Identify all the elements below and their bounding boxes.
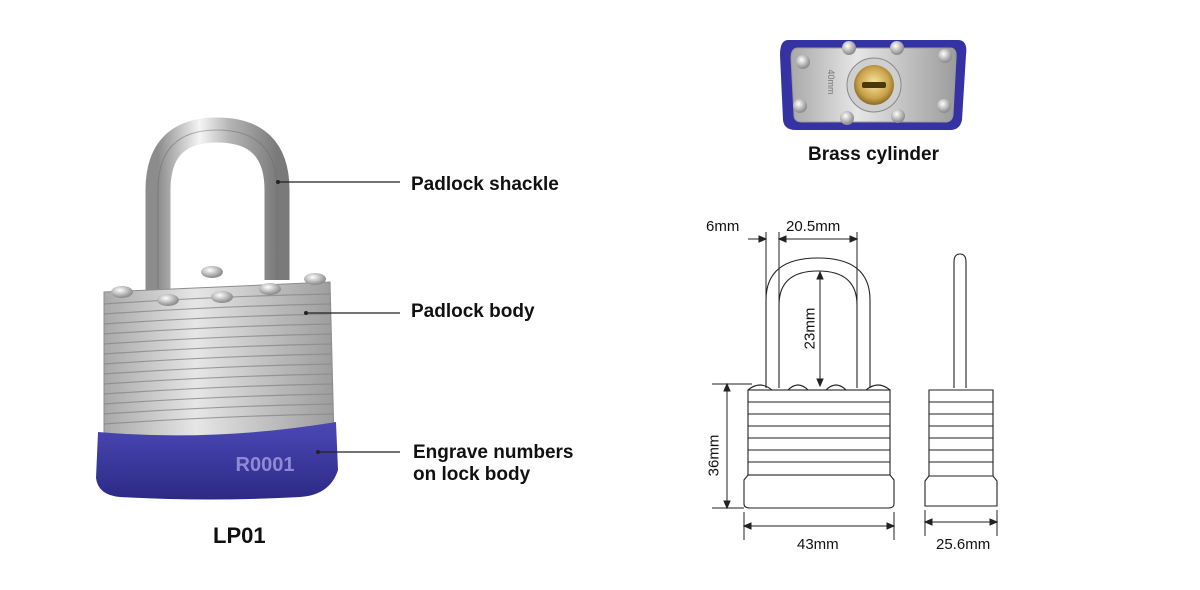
model-name: LP01 xyxy=(213,523,266,548)
dim-body-width: 43mm xyxy=(797,536,839,553)
dim-shackle-clearance: 23mm xyxy=(801,307,819,350)
padlock-body xyxy=(103,281,335,445)
side-view-drawing xyxy=(924,253,998,507)
cylinder-stamp: 40mm xyxy=(826,69,836,94)
dim-body-thickness: 25.6mm xyxy=(936,536,991,553)
label-engrave-line2: on lock body xyxy=(413,464,531,485)
padlock-photo xyxy=(96,117,338,500)
front-view-drawing xyxy=(743,257,895,509)
dim-body-height: 36mm xyxy=(705,434,723,477)
engraving-text: R0001 xyxy=(236,454,295,476)
blue-bumper xyxy=(96,422,338,500)
cylinder-face xyxy=(780,40,967,130)
cylinder-rivets xyxy=(793,41,952,125)
label-engrave-line1: Engrave numbers xyxy=(413,442,574,463)
label-padlock-body: Padlock body xyxy=(411,301,535,322)
dimension-lines xyxy=(712,232,999,540)
body-rivets xyxy=(111,266,326,306)
label-padlock-shackle: Padlock shackle xyxy=(411,174,559,195)
callout-lines xyxy=(278,181,400,453)
dim-shackle-diameter: 6mm xyxy=(706,218,740,235)
dim-shackle-inner-width: 20.5mm xyxy=(786,218,841,235)
cylinder-caption: Brass cylinder xyxy=(808,144,939,165)
